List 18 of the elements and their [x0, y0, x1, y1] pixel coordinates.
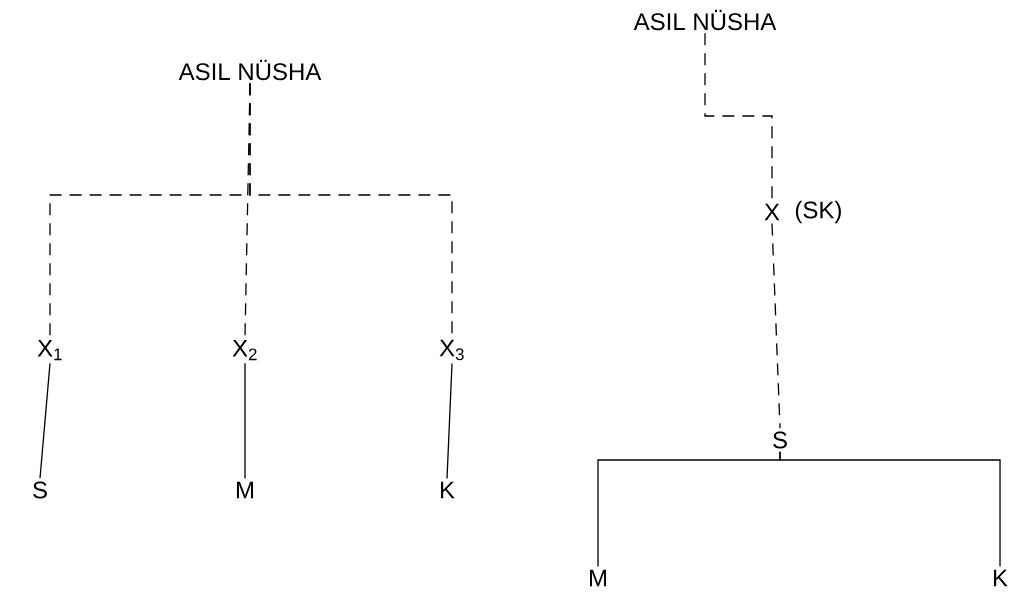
stemma-line — [771, 222, 781, 429]
stemma-label: X$_{1}$ — [37, 339, 62, 361]
stemma-label: K — [994, 569, 1008, 587]
stemma-line — [39, 362, 51, 479]
stemma-label: S — [33, 481, 47, 499]
stemma-label: X — [764, 203, 780, 221]
stemma-label: K — [441, 481, 455, 499]
stemma-line — [244, 362, 246, 480]
stemma-label: ASIL NÜSHA — [178, 59, 322, 81]
beside-label: (SK) — [795, 200, 841, 224]
stemma-line — [779, 451, 1001, 568]
stemma-label: X$_{3}$ — [439, 339, 464, 361]
stemma-label: X$_{2}$ — [232, 339, 257, 361]
stemma-label: S — [773, 431, 787, 449]
stemma-label: ASIL NÜSHA — [633, 9, 777, 31]
stemma-line — [446, 362, 453, 480]
stemma-label: M — [237, 481, 254, 499]
stemma-label: M — [590, 569, 607, 587]
